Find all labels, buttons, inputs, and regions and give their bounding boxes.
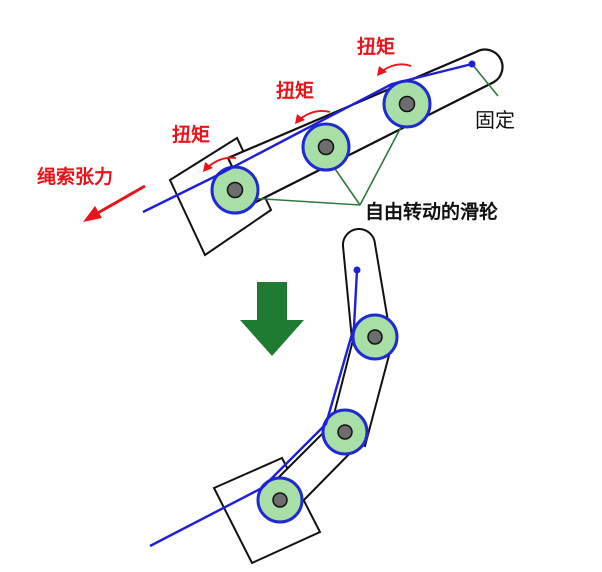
rope: [149, 269, 359, 548]
tension-arrow: [83, 184, 146, 222]
fixed-leader-line: [471, 63, 499, 97]
rope: [142, 62, 473, 214]
pulley: [210, 165, 260, 215]
torque-arcs: [207, 63, 412, 168]
fixed-point: [353, 266, 361, 274]
rope-tension-label: 绳索张力: [37, 165, 113, 188]
pulley: [301, 122, 351, 172]
torque-label: 扭矩: [172, 123, 210, 146]
free-pulley-label: 自由转动的滑轮: [365, 200, 498, 223]
pulley: [321, 408, 369, 456]
torque-label: 扭矩: [357, 35, 395, 58]
pulley: [256, 476, 304, 524]
torque-arrowheads: [203, 66, 387, 172]
straight-finger: 扭矩 扭矩 扭矩 绳索张力 固定 自由转动的滑轮: [37, 35, 515, 257]
pulley: [382, 79, 432, 129]
fixed-point: [468, 60, 476, 68]
fixed-label: 固定: [475, 108, 515, 132]
pulley: [351, 313, 399, 361]
torque-label: 扭矩: [276, 79, 314, 102]
bent-finger: [149, 228, 399, 565]
finger-bar: [226, 48, 504, 207]
down-arrow-icon: [240, 282, 304, 356]
